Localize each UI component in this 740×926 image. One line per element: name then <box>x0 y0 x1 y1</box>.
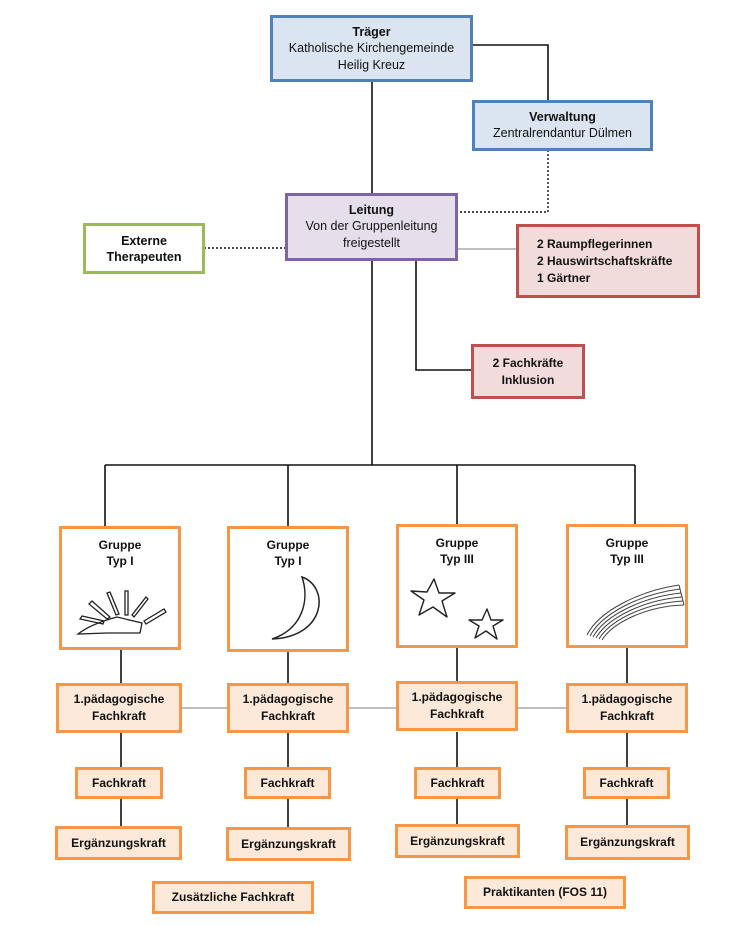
fachkraft-label: Fachkraft <box>430 775 485 790</box>
lead-line2: Fachkraft <box>599 709 655 723</box>
moon-icon <box>271 575 320 640</box>
fachkraft-box-4: Fachkraft <box>583 767 670 799</box>
verwaltung-box: Verwaltung Zentralrendantur Dülmen <box>472 100 653 151</box>
praktikanten-box: Praktikanten (FOS 11) <box>464 876 626 909</box>
verwaltung-line1: Zentralrendantur Dülmen <box>493 126 632 140</box>
leitung-line1: Von der Gruppenleitung <box>305 219 438 233</box>
ergaenzungskraft-label: Ergänzungskraft <box>241 836 336 851</box>
verwaltung-title: Verwaltung <box>529 110 596 124</box>
group-type: Typ I <box>274 554 302 568</box>
staff-line1: 2 Raumpflegerinnen <box>537 236 653 251</box>
lead-line1: 1.pädagogische <box>73 692 165 706</box>
group-title: Gruppe <box>98 538 142 552</box>
fachkraft-box-2: Fachkraft <box>244 767 331 799</box>
group-box-1: Gruppe Typ I <box>59 526 181 650</box>
staff-box: 2 Raumpflegerinnen 2 Hauswirtschaftskräf… <box>516 224 700 298</box>
fachkraft-label: Fachkraft <box>91 775 147 790</box>
ergaenzungskraft-box-3: Ergänzungskraft <box>395 824 520 858</box>
ergaenzungskraft-label: Ergänzungskraft <box>410 833 505 848</box>
group-box-2: Gruppe Typ I <box>227 526 349 652</box>
leitung-box: Leitung Von der Gruppenleitung freigeste… <box>285 193 458 261</box>
lead-line2: Fachkraft <box>91 709 147 723</box>
fachkraft-box-3: Fachkraft <box>414 767 501 799</box>
inklusion-line1: 2 Fachkräfte <box>492 355 564 370</box>
fachkraft-label: Fachkraft <box>260 775 315 790</box>
ergaenzungskraft-box-4: Ergänzungskraft <box>565 825 690 860</box>
lead-line2: Fachkraft <box>429 707 485 721</box>
inklusion-box: 2 Fachkräfte Inklusion <box>471 344 585 399</box>
ergaenzungskraft-box-2: Ergänzungskraft <box>226 827 351 861</box>
traeger-box: Träger Katholische Kirchengemeinde Heili… <box>270 15 473 82</box>
zusaetzliche-fachkraft-box: Zusätzliche Fachkraft <box>152 881 314 914</box>
zusaetzliche-fachkraft-label: Zusätzliche Fachkraft <box>171 890 295 904</box>
traeger-line1: Katholische Kirchengemeinde <box>288 40 455 55</box>
group-title: Gruppe <box>435 536 479 550</box>
staff-line3: 1 Gärtner <box>537 270 591 285</box>
traeger-line2: Heilig Kreuz <box>337 57 406 72</box>
fachkraft-box-1: Fachkraft <box>75 767 163 799</box>
praktikanten-label: Praktikanten (FOS 11) <box>482 885 608 899</box>
lead-teacher-box-2: 1.pädagogische Fachkraft <box>227 683 349 733</box>
group-box-3: Gruppe Typ III <box>396 524 518 648</box>
group-type: Typ I <box>106 554 134 568</box>
externe-line1: Externe <box>121 233 167 248</box>
lead-line2: Fachkraft <box>260 709 316 723</box>
lead-teacher-box-4: 1.pädagogische Fachkraft <box>566 683 688 733</box>
lead-teacher-box-1: 1.pädagogische Fachkraft <box>56 683 182 733</box>
lead-teacher-box-3: 1.pädagogische Fachkraft <box>396 681 518 731</box>
externe-therapeuten-box: Externe Therapeuten <box>83 223 205 274</box>
sun-icon <box>76 590 167 635</box>
stars-icon <box>410 578 504 640</box>
ergaenzungskraft-box-1: Ergänzungskraft <box>55 826 182 860</box>
group-type: Typ III <box>610 552 644 566</box>
lead-line1: 1.pädagogische <box>411 690 503 704</box>
group-title: Gruppe <box>605 536 649 550</box>
rainbow-icon <box>586 584 685 641</box>
lead-line1: 1.pädagogische <box>581 692 673 706</box>
ergaenzungskraft-label: Ergänzungskraft <box>71 835 166 850</box>
externe-line2: Therapeuten <box>106 249 182 264</box>
leitung-title: Leitung <box>348 203 395 217</box>
inklusion-line2: Inklusion <box>501 372 555 387</box>
lead-line1: 1.pädagogische <box>242 692 334 706</box>
traeger-title: Träger <box>352 24 391 39</box>
staff-line2: 2 Hauswirtschaftskräfte <box>537 253 673 268</box>
group-type: Typ III <box>440 552 474 566</box>
fachkraft-label: Fachkraft <box>599 775 654 790</box>
group-box-4: Gruppe Typ III <box>566 524 688 648</box>
leitung-line2: freigestellt <box>343 236 400 250</box>
ergaenzungskraft-label: Ergänzungskraft <box>580 835 675 849</box>
group-title: Gruppe <box>266 538 310 552</box>
